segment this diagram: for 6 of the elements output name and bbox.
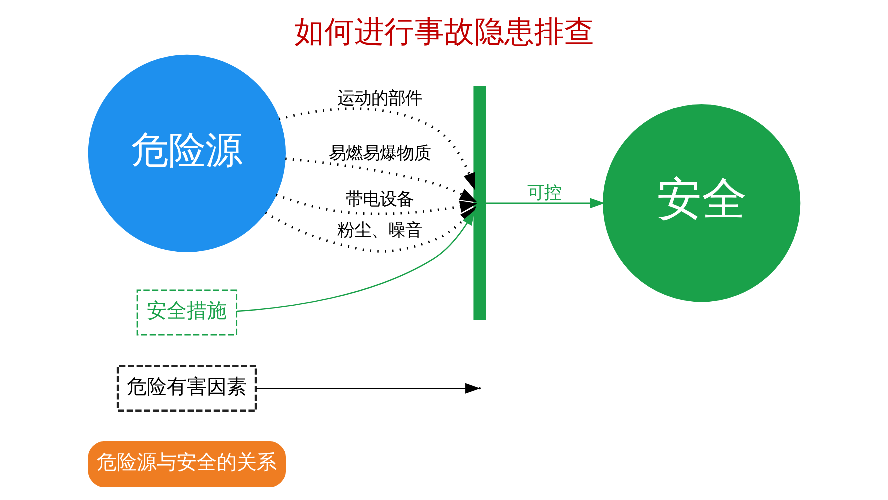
diagram-title: 如何进行事故隐患排查 xyxy=(294,15,594,50)
edge-label: 可控 xyxy=(527,184,562,204)
edge-label: 粉尘、噪音 xyxy=(336,220,422,241)
edge-label: 运动的部件 xyxy=(336,89,422,110)
edge-label: 易燃易爆物质 xyxy=(328,144,430,164)
edge-label: 带电设备 xyxy=(345,190,414,210)
